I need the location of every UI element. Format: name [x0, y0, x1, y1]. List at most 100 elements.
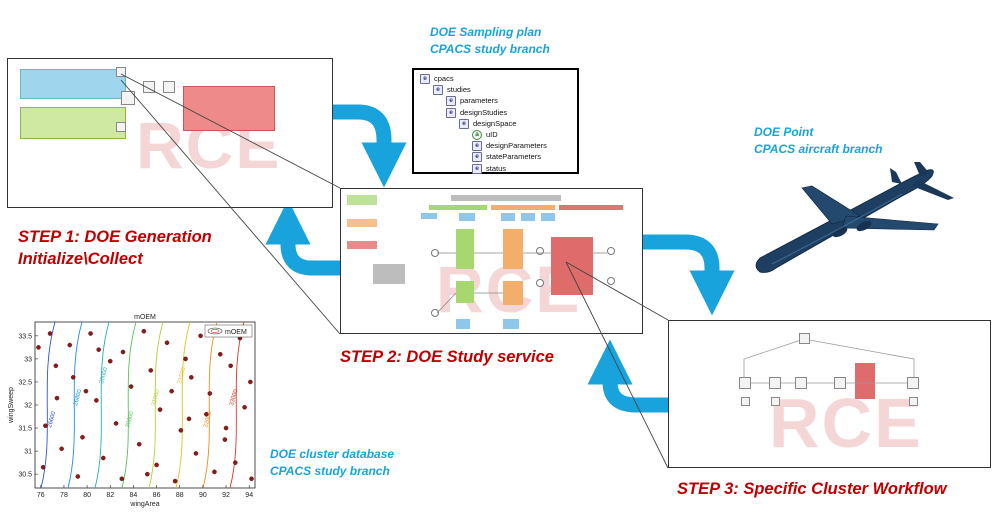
data-point — [101, 455, 106, 461]
data-point — [223, 425, 229, 431]
x-tick-label: 94 — [245, 492, 253, 499]
lane-header-green — [429, 205, 487, 210]
note-blue — [20, 69, 126, 99]
contour-line — [175, 321, 191, 489]
data-point — [141, 328, 147, 334]
y-tick-label: 30.5 — [18, 472, 32, 479]
data-point — [228, 363, 233, 369]
contour-label: 30600 — [125, 410, 135, 428]
data-point — [54, 395, 60, 401]
step3-label: STEP 3: Specific Cluster Workflow — [677, 480, 947, 498]
data-point — [204, 411, 209, 417]
note-green — [20, 107, 126, 139]
arrow-step2-to-step1 — [265, 199, 340, 276]
x-tick-label: 90 — [199, 492, 207, 499]
lane-header-red — [559, 205, 623, 210]
block-orange-1 — [503, 229, 523, 269]
plot-area — [34, 321, 256, 489]
data-point — [107, 358, 113, 364]
x-tick-label: 76 — [37, 492, 45, 499]
contour-line — [202, 321, 218, 489]
data-point — [94, 398, 99, 403]
data-point — [148, 368, 154, 373]
tree-node[interactable]: e parameters — [446, 95, 498, 107]
block-blue-7 — [503, 319, 519, 329]
data-point — [53, 363, 59, 369]
cluster-node — [799, 333, 810, 344]
data-point — [198, 333, 203, 339]
contour-label: 30000 — [99, 366, 109, 384]
step1-label: STEP 1: DOE Generation Initialize\Collec… — [18, 226, 212, 270]
y-tick-label: 33.5 — [18, 333, 32, 340]
doe-sampling-caption: DOE Sampling plan CPACS study branch — [430, 24, 550, 58]
contour-line — [229, 321, 245, 489]
contour-label: 32000 — [203, 410, 213, 428]
chart-title: mOEM — [134, 314, 156, 321]
airplane-icon — [755, 162, 954, 273]
tree-node-label: parameters — [460, 96, 498, 106]
cluster-node — [907, 377, 919, 389]
data-point — [217, 351, 223, 357]
tree-node-label: studies — [447, 85, 471, 95]
tree-node-label: uID — [486, 130, 498, 139]
tree-node[interactable]: e studies — [433, 84, 471, 96]
caption-line: CPACS study branch — [430, 42, 550, 56]
node-icon — [536, 279, 544, 287]
step2-doe-study-panel: RCE — [340, 188, 643, 334]
contour-line — [148, 321, 164, 489]
workflow-node — [163, 81, 175, 93]
airplane-image — [755, 162, 954, 273]
caption-line: CPACS aircraft branch — [754, 142, 883, 156]
data-point — [83, 388, 89, 394]
workflow-node — [121, 91, 135, 105]
arrow-step2-to-step3 — [643, 234, 735, 316]
cluster-node — [909, 397, 918, 406]
data-point — [172, 478, 178, 484]
workflow-node — [116, 122, 126, 132]
element-icon: e — [446, 96, 456, 107]
contour-label: 33000 — [229, 388, 239, 406]
caption-line: CPACS study branch — [270, 464, 390, 478]
element-icon: e — [433, 85, 443, 96]
note-red — [183, 86, 275, 131]
cluster-node — [739, 377, 751, 389]
step-label-line: STEP 1: DOE Generation — [18, 228, 212, 246]
data-point — [88, 331, 93, 336]
element-icon: e — [420, 74, 430, 85]
data-point — [59, 446, 64, 452]
data-point — [154, 462, 159, 468]
y-tick-label: 32 — [24, 403, 32, 410]
rce-watermark: RCE — [769, 384, 923, 462]
data-point — [248, 379, 253, 385]
arrow-step3-to-step2 — [587, 339, 668, 413]
x-axis-label: wingArea — [129, 501, 159, 508]
legend-symbol-inner — [210, 329, 220, 333]
step2-label: STEP 2: DOE Study service — [340, 348, 554, 366]
element-icon: e — [446, 107, 456, 118]
data-point — [113, 421, 119, 426]
data-point — [193, 451, 199, 456]
block-blue-3 — [501, 213, 515, 221]
arrow-step1-to-step2 — [333, 104, 407, 188]
data-point — [67, 342, 73, 348]
cluster-red-block — [855, 363, 875, 399]
block-blue-2 — [459, 213, 475, 221]
contour-line — [121, 321, 137, 489]
tree-node-label: status — [486, 163, 507, 173]
block-red — [551, 237, 593, 295]
tree-node-label: stateParameters — [486, 152, 542, 162]
y-tick-label: 33 — [24, 356, 32, 363]
caption-line: DOE cluster database — [270, 447, 395, 461]
node-icon — [607, 247, 615, 255]
y-tick-label: 31.5 — [18, 426, 32, 433]
x-tick-label: 80 — [83, 492, 91, 499]
data-point — [164, 340, 170, 346]
